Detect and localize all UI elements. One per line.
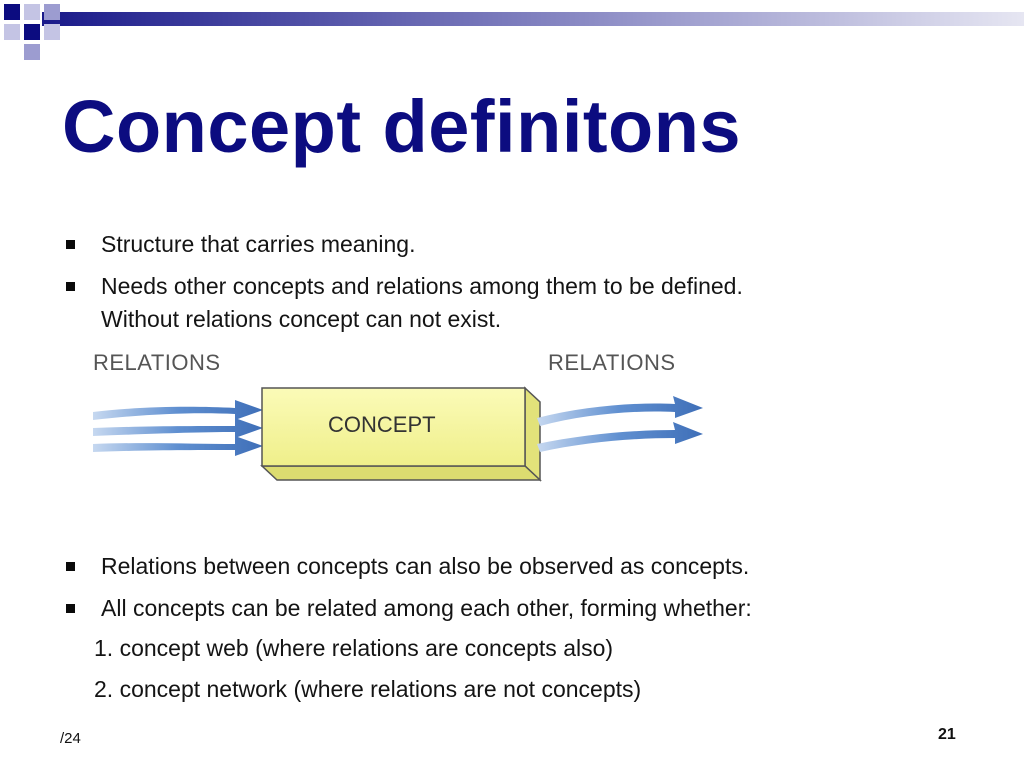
concept-box: CONCEPT <box>260 386 542 482</box>
arrow-icon <box>537 396 703 426</box>
header-decoration <box>4 4 1024 60</box>
sub-item: 1. concept web (where relations are conc… <box>94 635 614 661</box>
square-bullet-icon <box>66 604 75 613</box>
arrow-icon <box>537 422 703 452</box>
concept-diagram: RELATIONS RELATIONS CONCEPT <box>93 350 703 482</box>
arrow-icon <box>93 418 263 438</box>
deco-square <box>4 4 20 20</box>
page-number: 21 <box>938 726 956 743</box>
bullet-item: All concepts can be related among each o… <box>66 592 752 625</box>
bullet-text: Relations between concepts can also be o… <box>101 553 750 579</box>
deco-square <box>4 24 20 40</box>
deco-square <box>24 44 40 60</box>
bullet-text: Structure that carries meaning. <box>101 231 416 257</box>
deco-square <box>44 4 60 20</box>
square-bullet-icon <box>66 240 75 249</box>
slide-title: Concept definitons <box>62 85 742 168</box>
square-bullet-icon <box>66 282 75 291</box>
left-arrows <box>93 400 263 456</box>
footer-total-pages: /24 <box>60 730 81 747</box>
bullet-text: All concepts can be related among each o… <box>101 595 752 621</box>
bullet-text: Needs other concepts and relations among… <box>101 273 743 332</box>
deco-square <box>44 24 60 40</box>
bullet-item: Structure that carries meaning. <box>66 228 415 261</box>
deco-square <box>24 24 40 40</box>
square-bullet-icon <box>66 562 75 571</box>
concept-label: CONCEPT <box>328 412 436 437</box>
deco-square <box>24 4 40 20</box>
arrow-icon <box>93 400 263 420</box>
relations-label-left: RELATIONS <box>93 350 221 375</box>
arrow-icon <box>93 436 263 456</box>
relations-label-right: RELATIONS <box>548 350 676 375</box>
header-gradient-bar <box>42 12 1024 26</box>
bullet-item: Relations between concepts can also be o… <box>66 550 749 583</box>
bullet-item: Needs other concepts and relations among… <box>66 270 743 336</box>
sub-item: 2. concept network (where relations are … <box>94 676 642 702</box>
right-arrows <box>537 396 703 452</box>
